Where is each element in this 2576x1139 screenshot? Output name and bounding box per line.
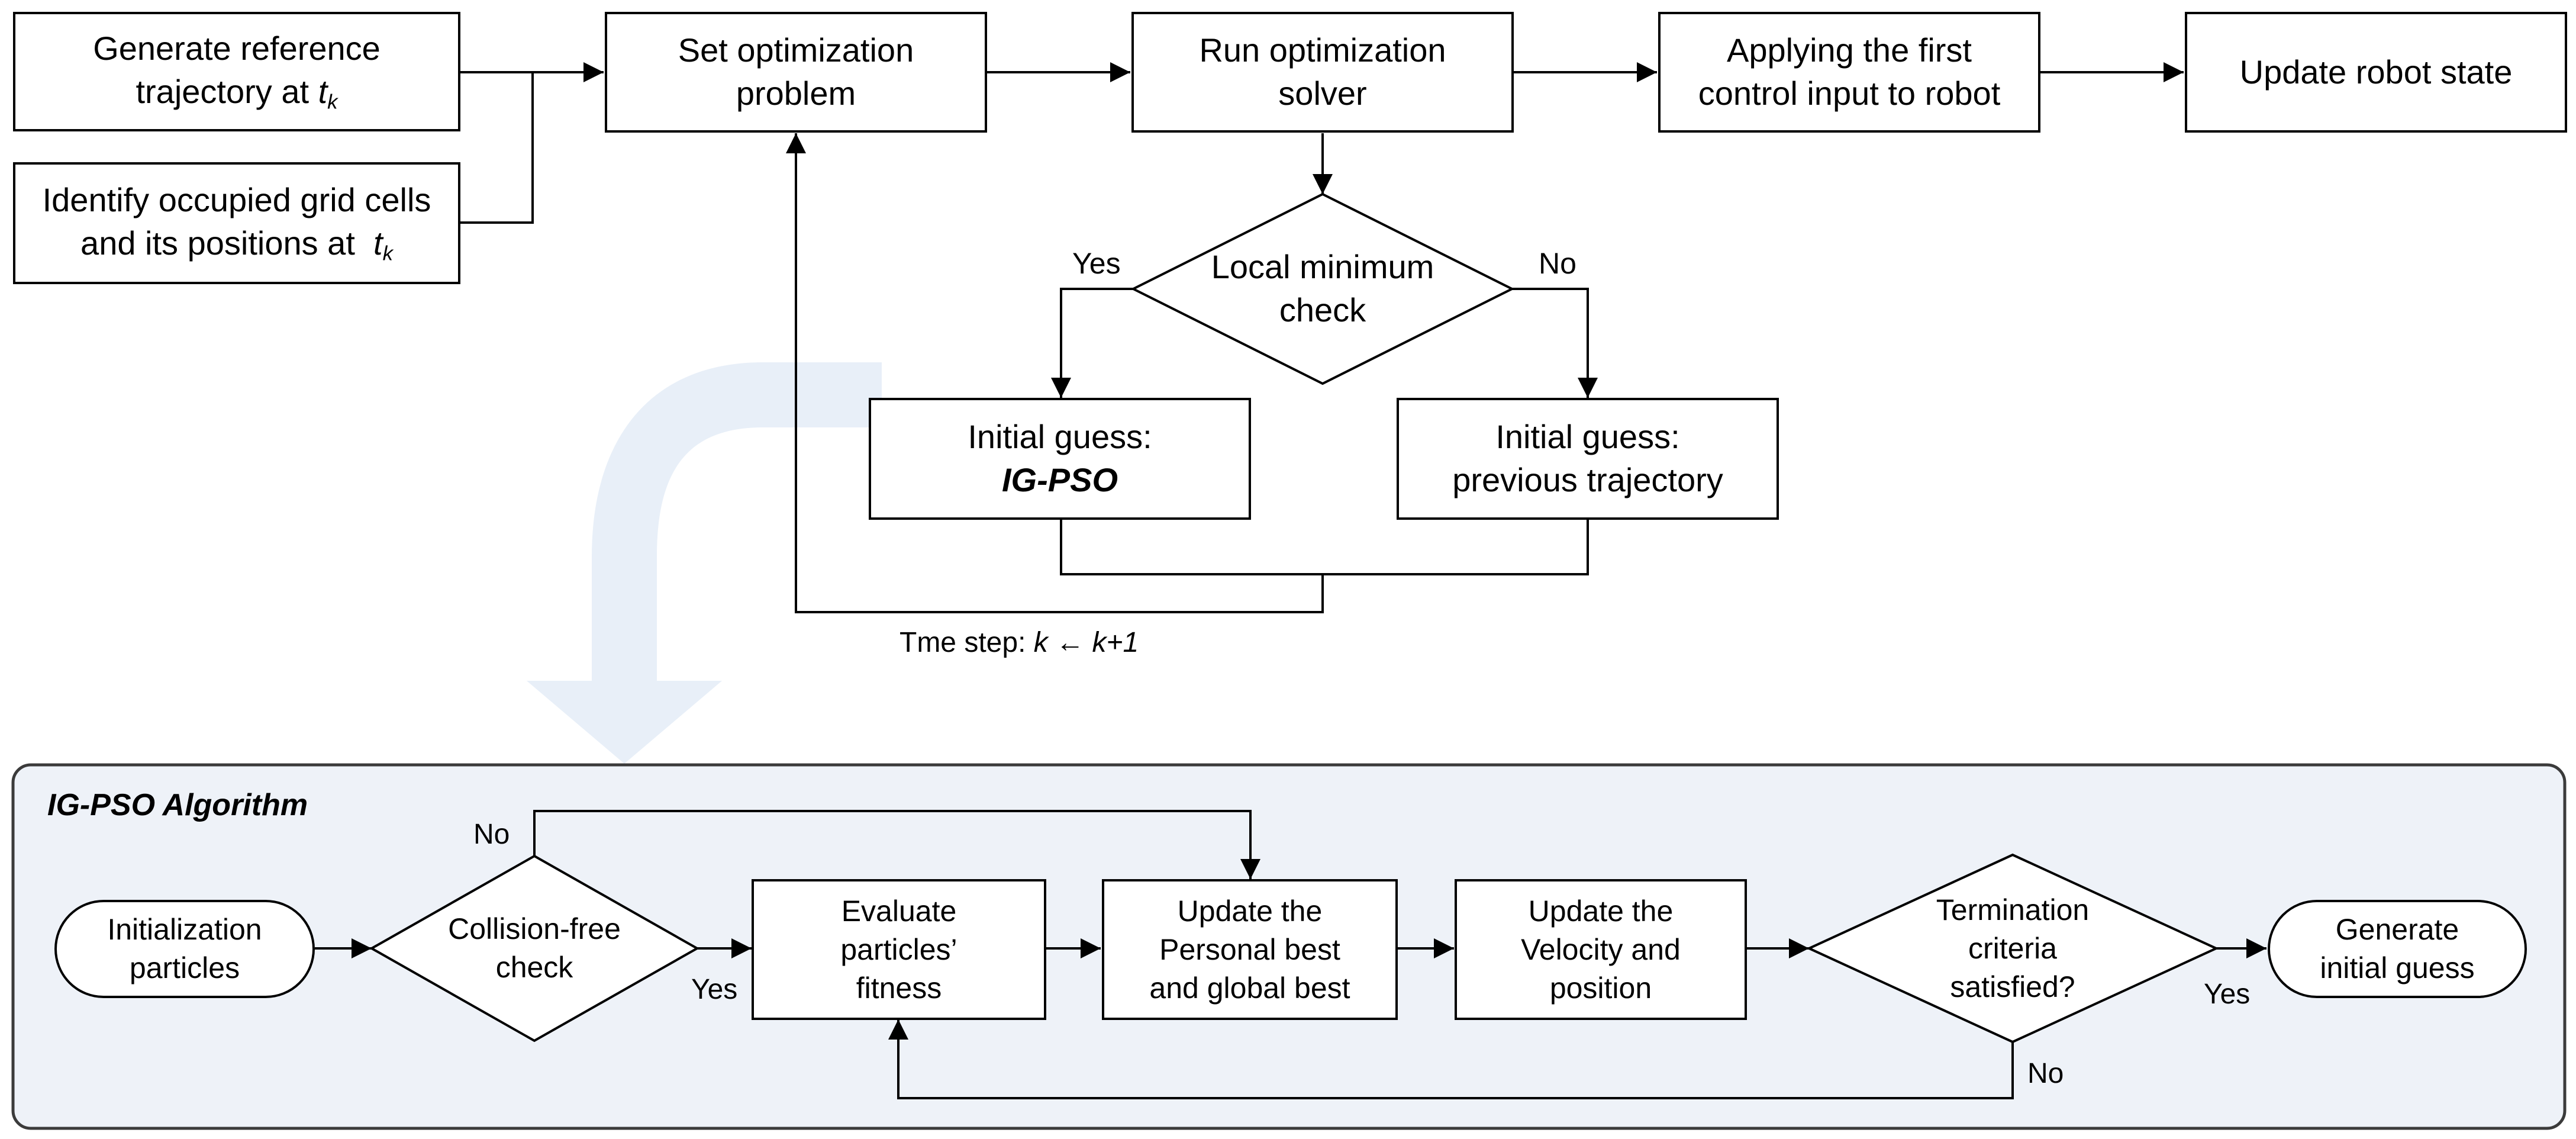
termination-no-label: No: [2027, 1058, 2064, 1089]
evaluate-fitness-line3: fitness: [856, 971, 942, 1005]
apply-input-box: Applying the first control input to robo…: [1658, 12, 2040, 133]
generate-reference-line2: trajectory at: [136, 72, 309, 110]
big-curved-arrow: [527, 362, 882, 764]
time-step-prefix: Tme step:: [899, 627, 1026, 658]
run-solver-line1: Run optimization: [1199, 31, 1446, 69]
connector-guesses-merge: [1060, 520, 1589, 575]
update-best-line2: Personal best: [1159, 932, 1340, 966]
local-minimum-text: Local minimum check: [1181, 236, 1465, 342]
update-velocity-line3: position: [1549, 971, 1652, 1005]
termination-yes-label: Yes: [2204, 979, 2251, 1010]
generate-reference-sub: k: [327, 91, 338, 114]
identify-cells-line1: Identify occupied grid cells: [42, 181, 431, 219]
guess-igpso-line2: IG-PSO: [1001, 461, 1118, 498]
generate-guess-line1: Generate: [2335, 913, 2459, 946]
init-particles-pill: Initialization particles: [54, 900, 315, 998]
generate-reference-var: t: [318, 72, 328, 110]
init-particles-line1: Initialization: [107, 913, 262, 946]
termination-line1: Termination: [1936, 893, 2090, 926]
run-solver-line2: solver: [1278, 75, 1367, 112]
collision-free-no-label: No: [473, 819, 510, 850]
igpso-panel-title: IG-PSO Algorithm: [47, 788, 308, 822]
set-optimization-line1: Set optimization: [678, 31, 914, 69]
local-minimum-yes-label: Yes: [1072, 247, 1121, 280]
time-step-arrow: ←: [1056, 627, 1085, 658]
collision-free-yes-label: Yes: [691, 974, 738, 1005]
update-best-line3: and global best: [1149, 971, 1350, 1005]
time-step-k-next: k+1: [1092, 627, 1139, 658]
guess-igpso-line1: Initial guess:: [968, 418, 1152, 456]
local-minimum-diamond: [1130, 192, 1515, 385]
apply-input-line2: control input to robot: [1698, 75, 2001, 112]
connector-check-no: [1512, 288, 1598, 398]
connector-collision-no: [533, 810, 1260, 879]
collision-free-diamond: [369, 854, 700, 1043]
init-particles-line2: particles: [129, 951, 240, 984]
collision-free-text: Collision-free check: [414, 907, 655, 990]
update-state-box: Update robot state: [2185, 12, 2567, 133]
connector-check-yes: [1051, 288, 1133, 398]
guess-previous-line1: Initial guess:: [1495, 418, 1680, 456]
update-velocity-line1: Update the: [1528, 894, 1674, 928]
generate-guess-pill: Generate initial guess: [2268, 900, 2527, 998]
generate-guess-line2: initial guess: [2320, 951, 2475, 984]
identify-cells-sub: k: [382, 242, 393, 265]
connector-loop-back: [786, 133, 1324, 613]
connector-identify-merge: [460, 72, 534, 224]
guess-previous-box: Initial guess: previous trajectory: [1397, 398, 1779, 520]
collision-free-line1: Collision-free: [448, 912, 621, 945]
termination-line3: satisfied?: [1950, 970, 2075, 1003]
guess-igpso-box: Initial guess: IG-PSO: [869, 398, 1251, 520]
termination-line2: criteria: [1968, 931, 2057, 965]
local-minimum-no-label: No: [1539, 247, 1576, 280]
local-minimum-line1: Local minimum: [1211, 248, 1434, 286]
identify-cells-line2: and its positions at: [80, 224, 355, 262]
evaluate-fitness-box: Evaluate particles’ fitness: [752, 879, 1046, 1020]
identify-cells-var: t: [373, 224, 383, 262]
termination-diamond: [1806, 853, 2219, 1044]
update-best-box: Update the Personal best and global best: [1102, 879, 1398, 1020]
local-minimum-line2: check: [1279, 291, 1366, 329]
time-step-label: Tme step: k ← k+1: [899, 629, 1139, 657]
update-state-line1: Update robot state: [2239, 53, 2513, 91]
apply-input-line1: Applying the first: [1727, 31, 1972, 69]
set-optimization-line2: problem: [736, 75, 856, 112]
identify-cells-box: Identify occupied grid cells and its pos…: [13, 162, 460, 284]
update-velocity-box: Update the Velocity and position: [1455, 879, 1747, 1020]
time-step-k: k: [1033, 627, 1048, 658]
generate-reference-line1: Generate reference: [93, 30, 381, 67]
termination-text: Termination criteria satisfied?: [1873, 893, 2152, 1003]
generate-reference-box: Generate reference trajectory at tk: [13, 12, 460, 131]
set-optimization-box: Set optimization problem: [605, 12, 987, 133]
update-best-line1: Update the: [1177, 894, 1323, 928]
evaluate-fitness-line2: particles’: [840, 932, 957, 966]
collision-free-line2: check: [495, 951, 573, 984]
update-velocity-line2: Velocity and: [1521, 932, 1681, 966]
evaluate-fitness-line1: Evaluate: [841, 894, 957, 928]
connector-termination-no: [888, 1019, 2014, 1099]
guess-previous-line2: previous trajectory: [1452, 461, 1723, 498]
run-solver-box: Run optimization solver: [1131, 12, 1514, 133]
